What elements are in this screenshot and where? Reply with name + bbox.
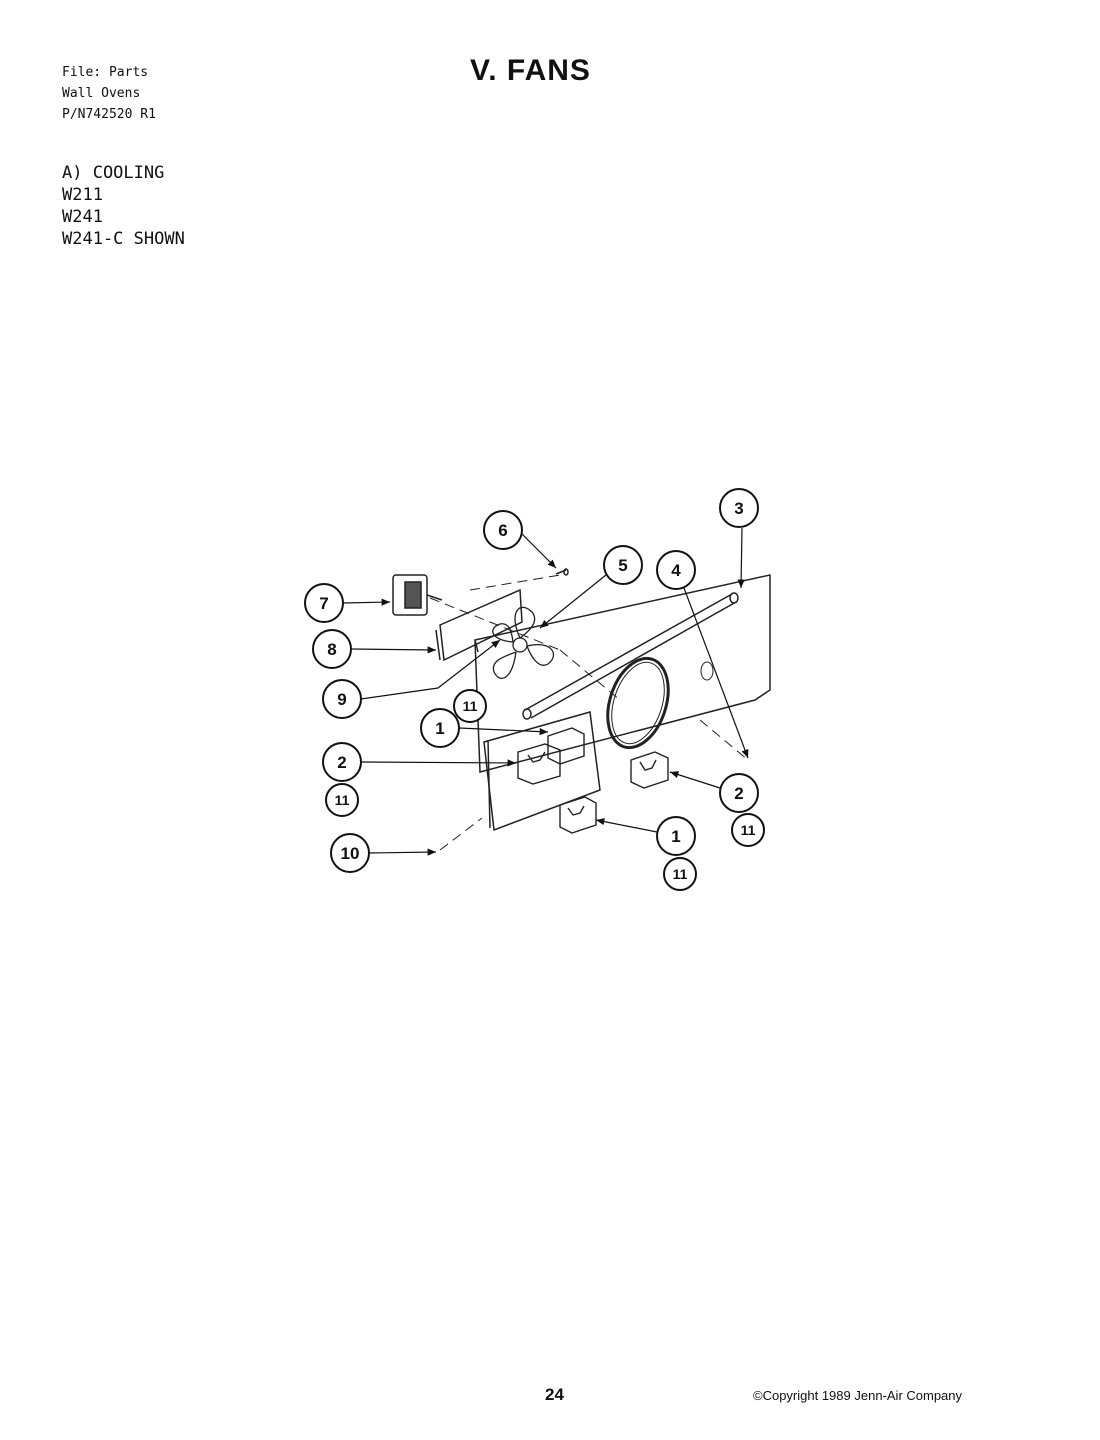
model-line: W211: [62, 185, 103, 205]
callout-label: 7: [319, 594, 328, 613]
file-line: Wall Ovens: [62, 86, 141, 101]
callout-7: 7: [304, 583, 391, 623]
callout-11-right: 11: [731, 813, 765, 847]
callout-label: 2: [734, 784, 743, 803]
fan-ring: [606, 656, 714, 750]
fan-blade: [492, 606, 554, 679]
callout-3: 3: [719, 488, 759, 589]
callout-label: 11: [741, 822, 756, 838]
terminal-block: [517, 727, 669, 834]
callout-label: 4: [671, 561, 681, 580]
callout-11-left: 11: [325, 783, 359, 817]
callout-label: 2: [337, 753, 346, 772]
screw-part: [555, 568, 569, 576]
fan-motor: [392, 574, 443, 616]
file-line: File: Parts: [62, 65, 149, 80]
front-panel: [483, 711, 601, 832]
callout-5: 5: [539, 545, 643, 629]
back-panel: [474, 574, 771, 773]
file-info: File: Parts Wall Ovens P/N742520 R1: [62, 62, 156, 125]
callout-label: 10: [341, 844, 360, 863]
callout-label: 1: [671, 827, 680, 846]
file-line: P/N742520 R1: [62, 107, 156, 122]
section-heading: A) COOLING: [62, 163, 165, 183]
callout-2-right: 2: [669, 771, 759, 813]
callout-6: 6: [483, 510, 557, 569]
callout-10: 10: [330, 833, 437, 873]
callout-1-upper: 1: [420, 708, 549, 748]
page-title: V. FANS: [470, 54, 591, 87]
callout-label: 9: [337, 690, 346, 709]
callout-9: 9: [322, 639, 501, 719]
callout-label: 11: [673, 866, 688, 882]
callout-label: 8: [327, 640, 336, 659]
callout-label: 1: [435, 719, 444, 738]
callout-label: 5: [618, 556, 627, 575]
callout-1-lower: 1: [595, 816, 696, 856]
callout-label: 11: [335, 792, 350, 808]
assembly-centerline: [429, 574, 749, 851]
callout-label: 6: [498, 521, 507, 540]
motor-bracket-plate: [435, 588, 523, 662]
tube-rod: [522, 592, 739, 720]
callout-4: 4: [656, 550, 749, 759]
callout-8: 8: [312, 629, 437, 669]
model-line: W241: [62, 207, 103, 227]
copyright-notice: ©Copyright 1989 Jenn-Air Company: [753, 1388, 963, 1403]
callout-11-bottom: 11: [663, 857, 697, 891]
section-models: A) COOLING W211 W241 W241-C SHOWN: [62, 162, 185, 250]
page-number: 24: [545, 1385, 564, 1404]
callout-label: 11: [463, 698, 478, 714]
model-line: W241-C SHOWN: [62, 229, 185, 249]
callout-2-left: 2: [322, 742, 517, 782]
callout-11-top: 11: [453, 689, 487, 723]
callout-label: 3: [734, 499, 743, 518]
